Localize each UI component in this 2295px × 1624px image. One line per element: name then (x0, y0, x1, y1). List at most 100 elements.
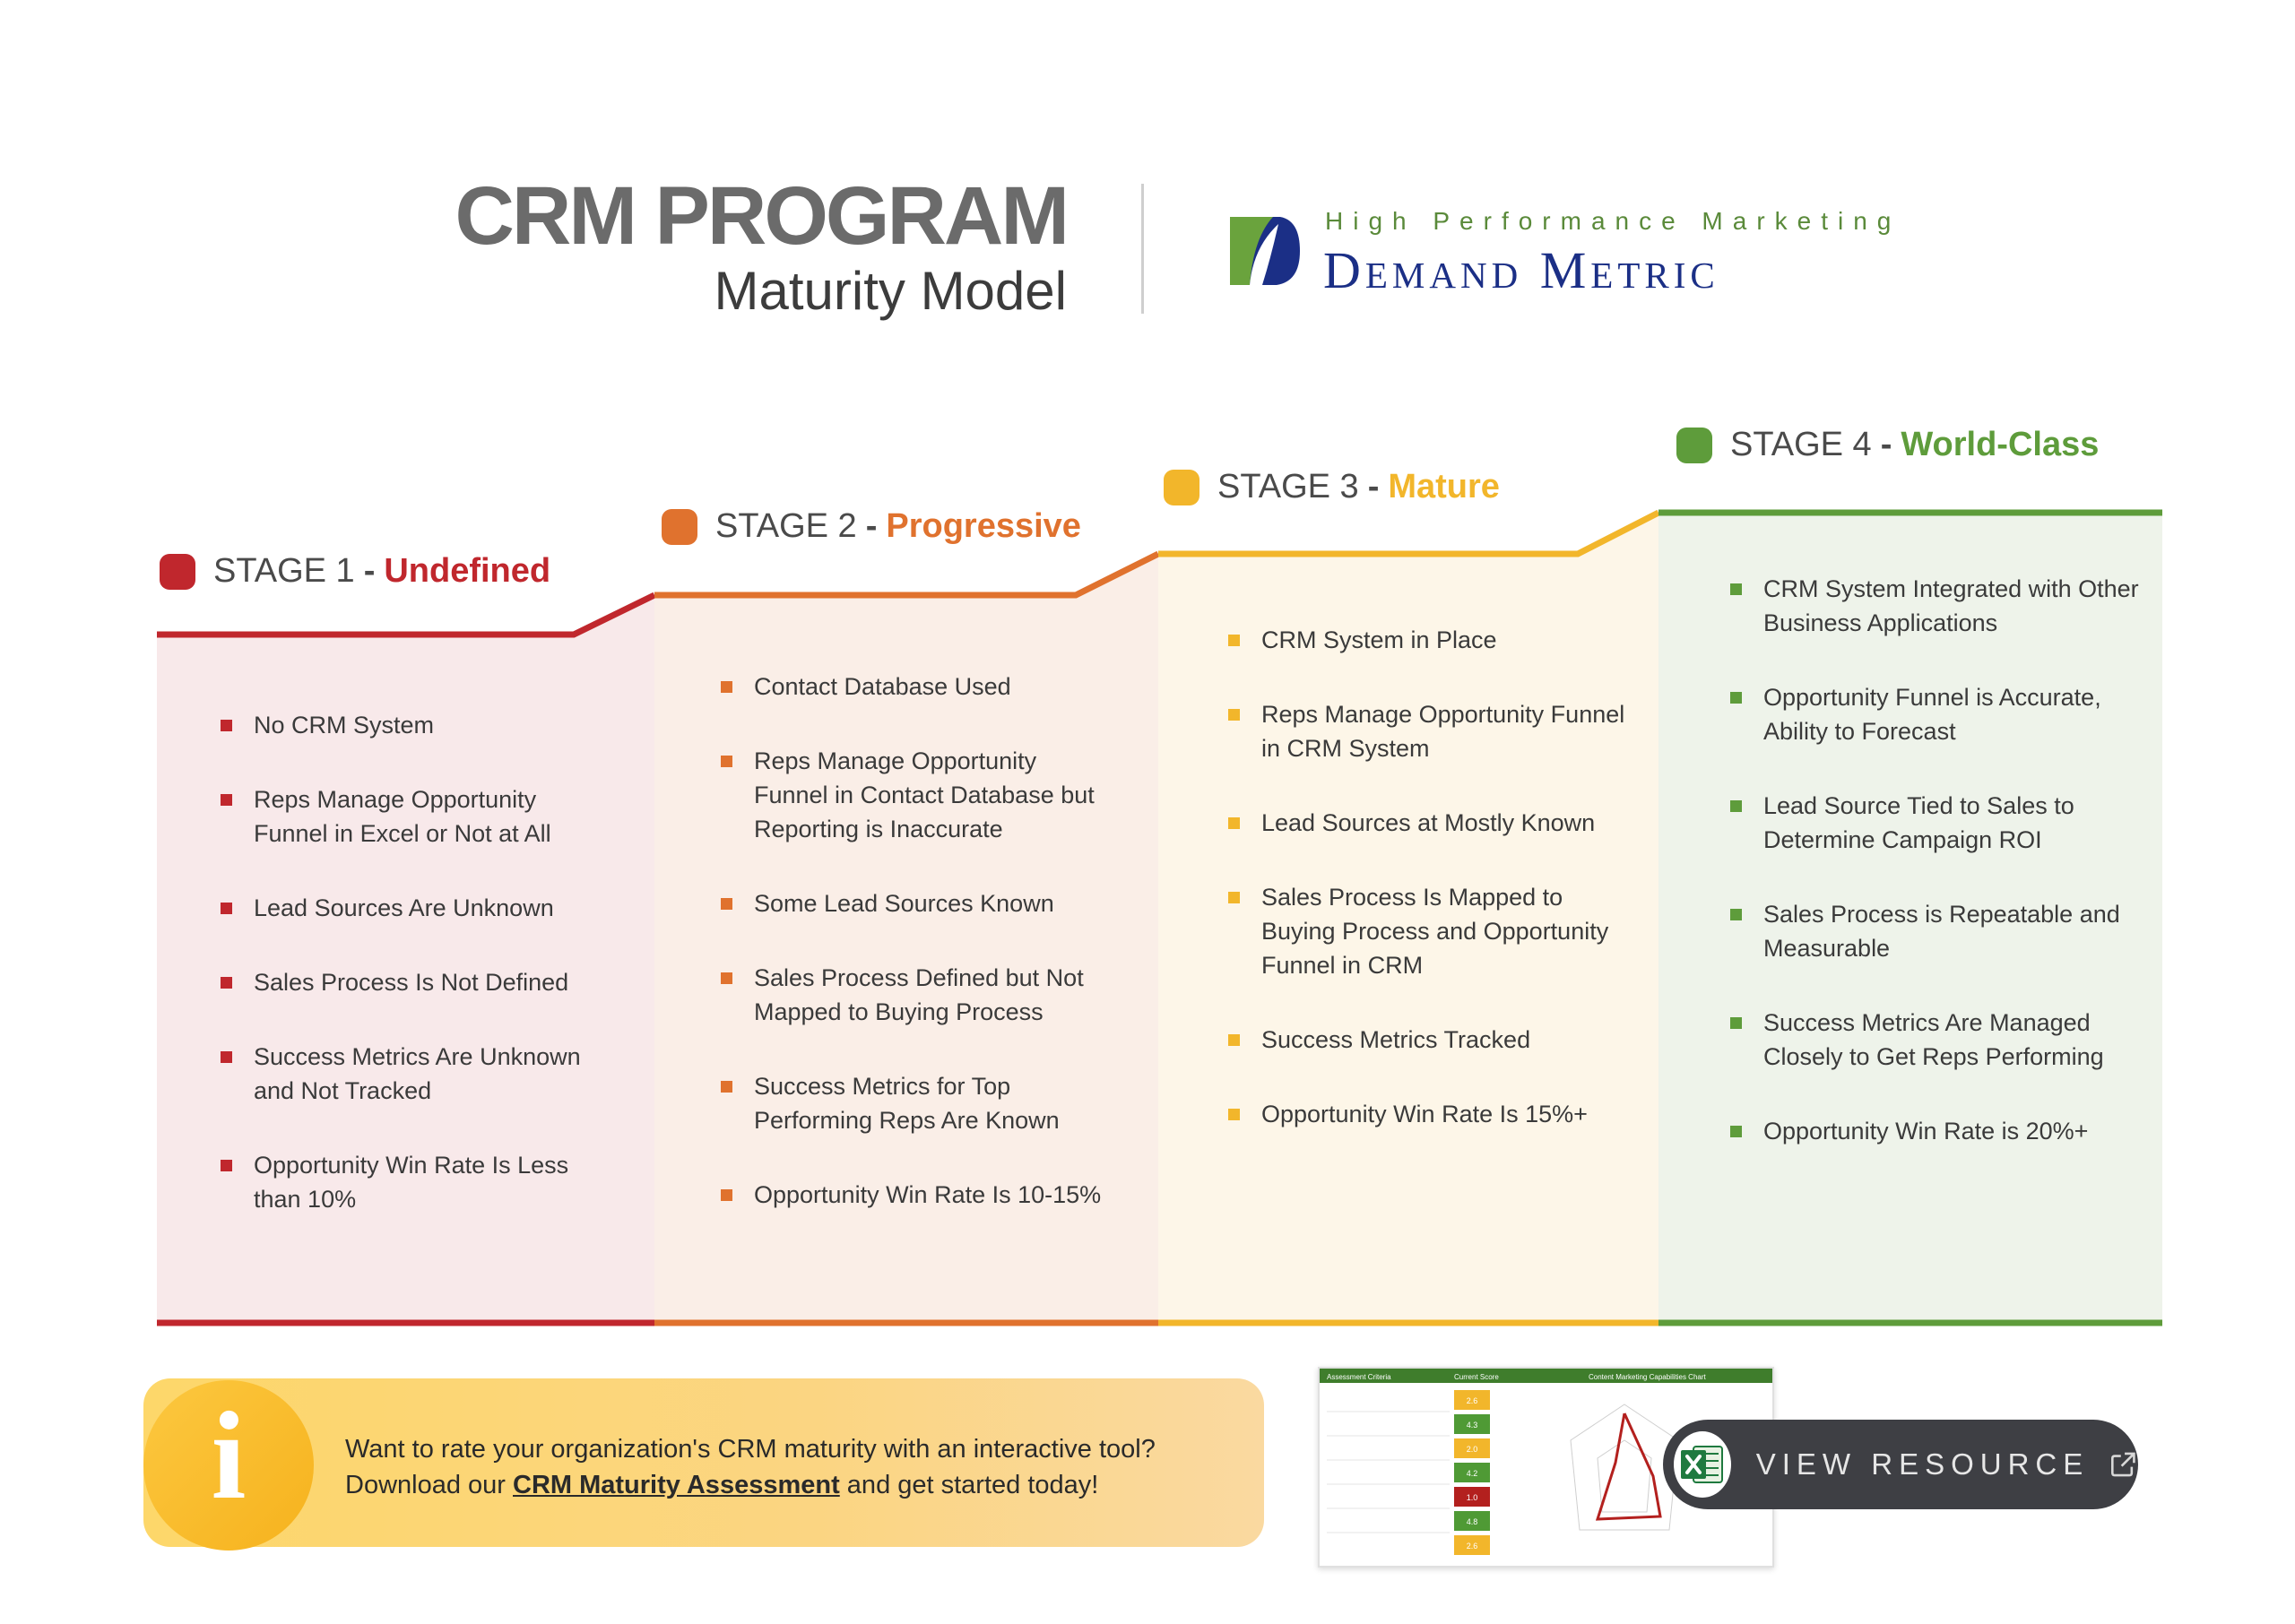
list-item: Reps Manage Opportunity Funnel in Contac… (721, 744, 1115, 846)
bullet-icon (1730, 1017, 1742, 1029)
info-icon-glyph: i (211, 1386, 247, 1525)
stage-1-list: No CRM System Reps Manage Opportunity Fu… (221, 708, 615, 1216)
bullet-icon (1228, 1034, 1240, 1046)
bullet-icon (721, 898, 732, 910)
bullet-icon (721, 1189, 732, 1201)
stage-1-name: Undefined (384, 552, 551, 590)
list-item: CRM System Integrated with Other Busines… (1730, 572, 2143, 640)
bullet-icon (1228, 635, 1240, 646)
stage-2-band (654, 554, 1158, 1323)
list-item: Opportunity Win Rate Is 10-15% (721, 1178, 1115, 1212)
excel-icon (1674, 1431, 1731, 1498)
bullet-icon (221, 794, 232, 806)
list-item: Lead Source Tied to Sales to Determine C… (1730, 789, 2143, 857)
preview-score: 2.6 (1467, 1396, 1478, 1405)
stage-1-dot (160, 553, 195, 590)
stage-1-heading: STAGE 1 - Undefined (160, 552, 550, 591)
preview-score: 2.0 (1467, 1445, 1478, 1454)
stage-3-list: CRM System in Place Reps Manage Opportun… (1228, 623, 1641, 1131)
list-item: Success Metrics Are Unknown and Not Trac… (221, 1040, 615, 1108)
bullet-icon (1228, 709, 1240, 721)
stage-3-top-line (1158, 509, 1660, 557)
external-link-icon (2111, 1452, 2135, 1477)
list-item: Opportunity Win Rate Is Less than 10% (221, 1148, 615, 1216)
banner-line-2: Download our CRM Maturity Assessment and… (345, 1467, 1242, 1503)
list-item: Some Lead Sources Known (721, 886, 1115, 920)
list-item: No CRM System (221, 708, 615, 742)
view-resource-label: VIEW RESOURCE (1755, 1447, 2090, 1481)
list-item: Reps Manage Opportunity Funnel in Excel … (221, 782, 615, 851)
list-item: Success Metrics for Top Performing Reps … (721, 1069, 1115, 1137)
info-icon (143, 1380, 314, 1551)
bullet-icon (721, 972, 732, 984)
view-resource-button[interactable]: VIEW RESOURCE (1663, 1420, 2138, 1509)
bullet-icon (221, 903, 232, 914)
stage-3-label: STAGE 3 (1217, 468, 1359, 505)
page-title: CRM PROGRAM (455, 170, 1070, 262)
header-divider (1141, 184, 1144, 314)
bullet-icon (221, 1051, 232, 1063)
bullet-icon (221, 977, 232, 989)
list-item: Opportunity Win Rate is 20%+ (1730, 1114, 2143, 1148)
stage-3-band (1158, 513, 1658, 1323)
brand-name: Demand Metric (1323, 241, 1719, 299)
preview-score: 4.8 (1467, 1517, 1478, 1526)
stage-4-dot (1676, 427, 1712, 463)
stage-1-separator: - (363, 552, 376, 590)
list-item: Contact Database Used (721, 669, 1115, 704)
bullet-icon (1228, 817, 1240, 829)
info-banner (143, 1378, 1264, 1547)
preview-header-1: Assessment Criteria (1327, 1373, 1391, 1381)
stage-4-list: CRM System Integrated with Other Busines… (1730, 572, 2143, 1148)
stage-3-name: Mature (1388, 468, 1500, 505)
preview-spreadsheet: Assessment Criteria Current Score Conten… (1320, 1369, 1772, 1555)
bullet-icon (721, 756, 732, 767)
list-item: Sales Process is Repeatable and Measurab… (1730, 897, 2143, 965)
list-item: Success Metrics Are Managed Closely to G… (1730, 1006, 2143, 1074)
list-item: Opportunity Win Rate Is 15%+ (1228, 1097, 1641, 1131)
stage-1-top-line (157, 592, 656, 638)
banner-text: Want to rate your organization's CRM mat… (345, 1431, 1242, 1503)
stage-4-name: World-Class (1901, 426, 2100, 463)
bullet-icon (1730, 800, 1742, 812)
banner-suffix: and get started today! (839, 1471, 1099, 1499)
stage-2-dot (662, 508, 697, 545)
list-item: Sales Process Is Not Defined (221, 965, 615, 999)
preview-header-3: Content Marketing Capabilities Chart (1589, 1373, 1707, 1381)
preview-score: 1.0 (1467, 1493, 1478, 1502)
list-item: CRM System in Place (1228, 623, 1641, 657)
list-item: Reps Manage Opportunity Funnel in CRM Sy… (1228, 697, 1641, 765)
preview-score: 4.2 (1467, 1469, 1478, 1478)
stage-3-dot (1164, 469, 1199, 505)
list-item: Lead Sources at Mostly Known (1228, 806, 1641, 840)
bullet-icon (721, 681, 732, 693)
bullet-icon (721, 1081, 732, 1093)
bullet-icon (221, 720, 232, 731)
stage-2-name: Progressive (886, 507, 1081, 545)
stage-3-heading: STAGE 3 - Mature (1164, 468, 1500, 506)
bullet-icon (1730, 692, 1742, 704)
stage-2-label: STAGE 2 (715, 507, 857, 545)
list-item: Success Metrics Tracked (1228, 1023, 1641, 1057)
banner-prefix: Download our (345, 1471, 513, 1499)
banner-line-1: Want to rate your organization's CRM mat… (345, 1435, 1156, 1464)
list-item: Opportunity Funnel is Accurate, Ability … (1730, 680, 2143, 748)
preview-header-2: Current Score (1454, 1373, 1499, 1381)
stage-1-band (157, 595, 654, 1323)
list-item: Sales Process Defined but Not Mapped to … (721, 961, 1115, 1029)
stage-4-separator: - (1880, 426, 1892, 463)
assessment-link[interactable]: CRM Maturity Assessment (513, 1471, 840, 1499)
stage-3-separator: - (1367, 468, 1380, 505)
demand-metric-logo-icon (1230, 217, 1300, 285)
stage-4-band (1658, 513, 2162, 1323)
list-item: Lead Sources Are Unknown (221, 891, 615, 925)
page-subtitle: Maturity Model (714, 261, 1067, 321)
stage-2-top-line (654, 550, 1160, 599)
list-item: Sales Process Is Mapped to Buying Proces… (1228, 880, 1641, 982)
bullet-icon (221, 1160, 232, 1171)
brand-tagline: High Performance Marketing (1325, 207, 1901, 235)
stage-4-heading: STAGE 4 - World-Class (1676, 426, 2099, 464)
bullet-icon (1730, 909, 1742, 920)
preview-score: 2.6 (1467, 1542, 1478, 1551)
